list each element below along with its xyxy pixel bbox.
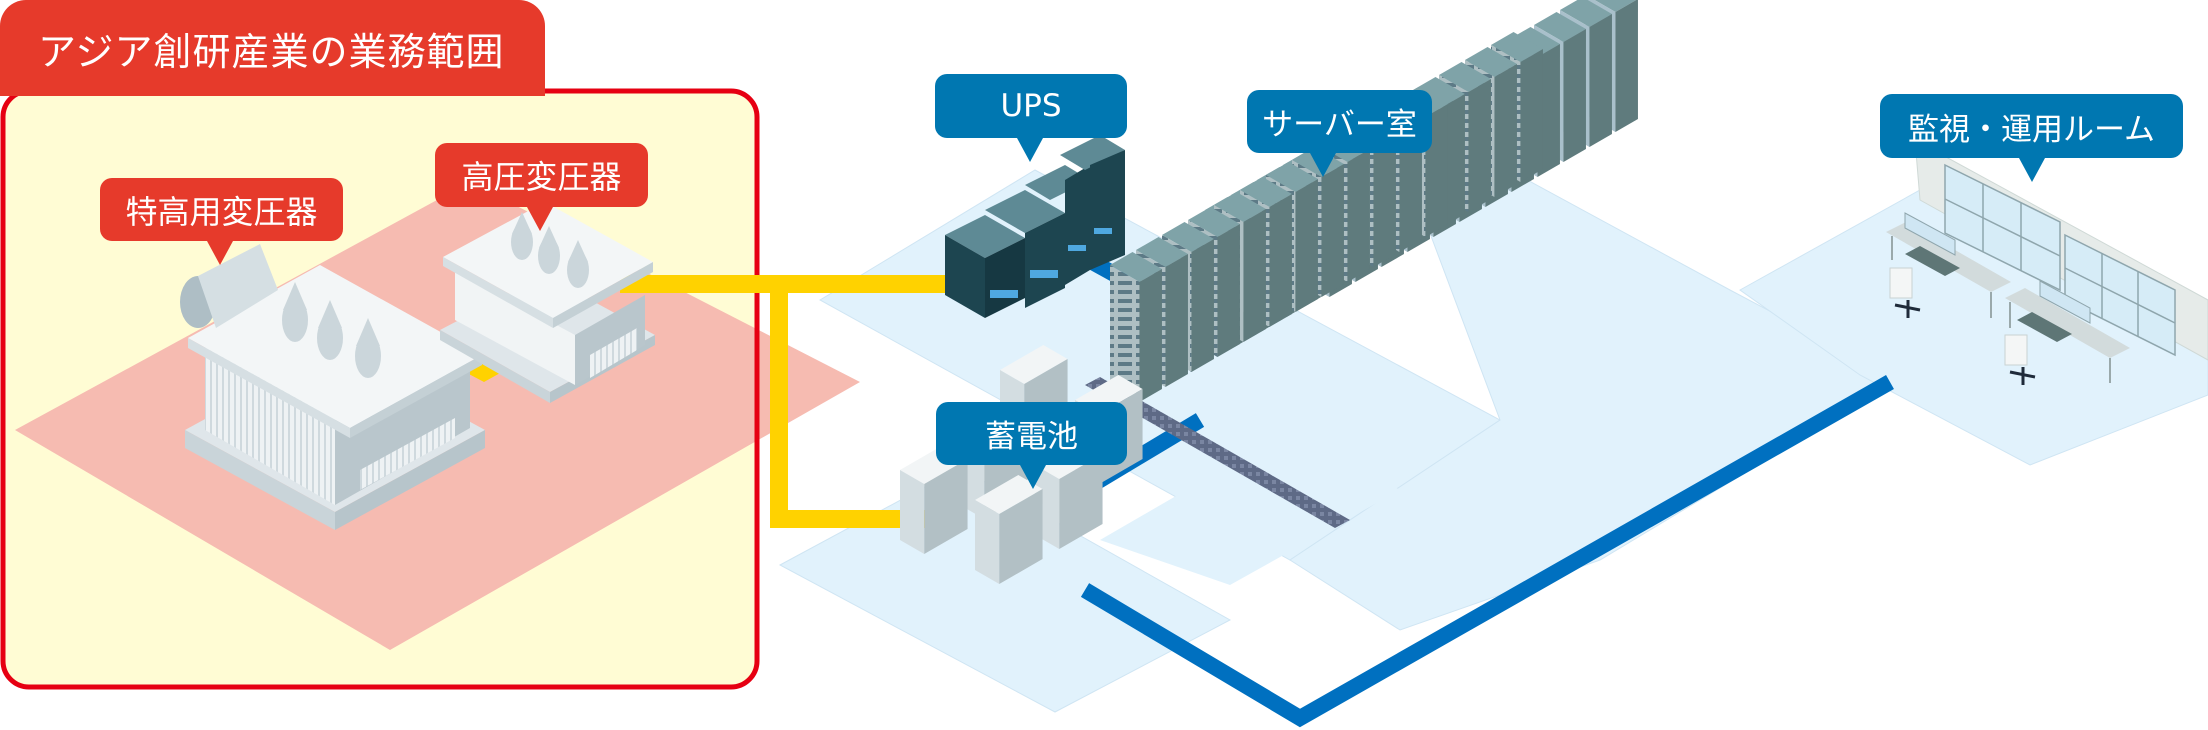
power-cable xyxy=(465,275,960,528)
label-monitoring-room: 監視・運用ルーム xyxy=(1880,94,2183,182)
ups-rack xyxy=(1025,165,1090,285)
desk xyxy=(2005,280,2130,383)
high-voltage-transformer-illustration xyxy=(440,202,655,403)
label-ups: UPS xyxy=(935,74,1127,162)
office-chair xyxy=(2004,334,2036,385)
label-server-room: サーバー室 xyxy=(1247,90,1432,177)
scope-title: アジア創研産業の業務範囲 xyxy=(0,0,545,96)
ups-rack xyxy=(945,215,1025,318)
floor-tiles xyxy=(1085,377,1350,528)
server-rack xyxy=(1110,252,1162,402)
extra-high-transformer-illustration xyxy=(180,244,485,530)
office-chair xyxy=(1889,267,1921,318)
label-high-voltage-transformer: 高圧変圧器 xyxy=(435,143,648,231)
ups-rack xyxy=(985,190,1065,308)
ups-illustration xyxy=(945,135,1125,318)
video-wall xyxy=(1944,163,2176,357)
monitoring-room-illustration xyxy=(1886,163,2176,385)
label-extra-high-transformer: 特高用変圧器 xyxy=(100,178,343,265)
battery-cell xyxy=(900,445,968,554)
ups-rack xyxy=(1060,135,1125,270)
desk xyxy=(1886,212,2011,318)
label-battery: 蓄電池 xyxy=(936,402,1127,489)
